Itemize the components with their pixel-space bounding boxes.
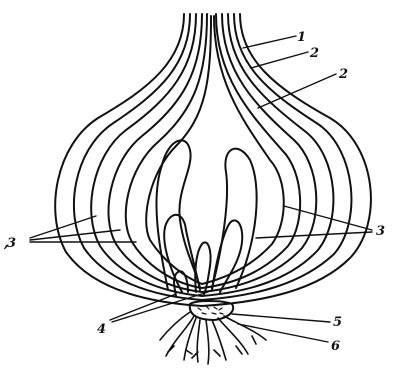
label-2-upper: 2 — [309, 46, 319, 61]
label-6: 6 — [331, 339, 340, 354]
leader-6 — [238, 324, 328, 342]
root — [184, 318, 196, 360]
leader-2b — [258, 74, 336, 108]
inner-scale-right-inner — [212, 220, 242, 292]
root — [160, 312, 190, 340]
label-5: 5 — [333, 315, 342, 330]
label-1: 1 — [297, 30, 306, 45]
outer-scale-5 — [126, 14, 300, 288]
inner-scales — [156, 140, 256, 296]
root — [197, 320, 200, 362]
root — [206, 320, 209, 364]
leader-3-left-b — [30, 230, 120, 240]
label-3-right: 3 — [376, 224, 385, 239]
leader-1 — [243, 36, 296, 48]
leader-5 — [232, 314, 330, 322]
label-3-left-comma: , — [3, 236, 9, 251]
label-2-lower: 2 — [338, 67, 348, 82]
label-4: 4 — [97, 322, 106, 337]
basal-plate-texture — [198, 306, 223, 314]
leader-3-left-a — [30, 216, 96, 238]
leader-3-right-b — [256, 232, 372, 238]
outer-scales — [55, 14, 371, 306]
leader-2a — [251, 52, 308, 68]
